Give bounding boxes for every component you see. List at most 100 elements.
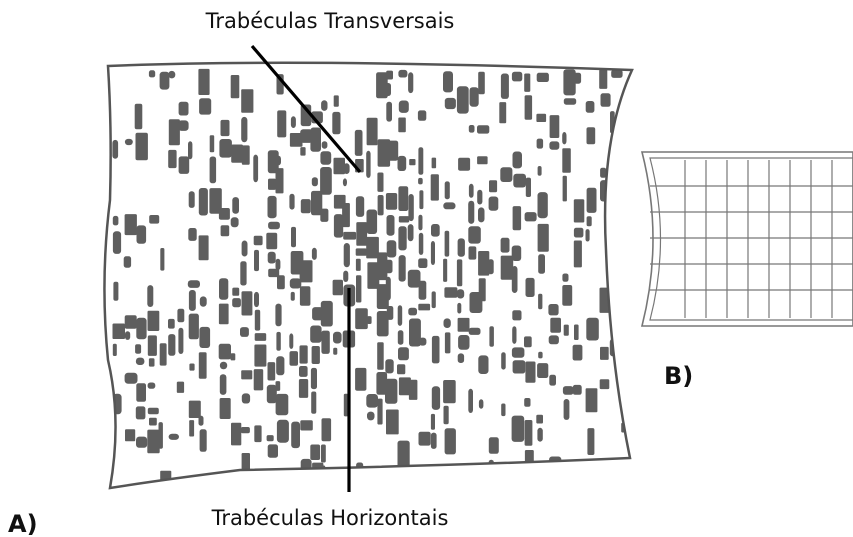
trabecula-cell <box>135 104 143 130</box>
trabecula-cell <box>276 381 281 391</box>
trabecula-cell <box>432 336 440 364</box>
trabecula-cell <box>444 318 451 328</box>
trabecula-cell <box>125 373 138 384</box>
trabecula-cell <box>241 89 253 113</box>
trabecula-cell <box>241 427 250 433</box>
trabecula-cell <box>276 259 281 271</box>
trabecula-cell <box>468 389 473 413</box>
trabecula-cell <box>479 278 486 301</box>
trabecula-cell <box>419 432 431 446</box>
trabecula-cell <box>300 420 313 430</box>
trabecula-cell <box>312 248 317 260</box>
trabecula-cell <box>611 70 622 78</box>
trabecula-cell <box>148 408 159 414</box>
trabecula-cell <box>524 398 530 407</box>
trabecula-cell <box>432 291 436 308</box>
trabecula-cell <box>367 469 375 486</box>
trabecula-cell <box>367 316 372 324</box>
trabecula-cell <box>525 362 535 383</box>
trabecula-cell <box>478 251 489 276</box>
trabecula-cell <box>343 178 347 186</box>
trabecula-cell <box>254 250 259 271</box>
trabecula-cell <box>564 98 576 105</box>
trabecula-cell <box>387 306 394 320</box>
trabecula-cell <box>512 266 518 293</box>
trabecula-cell <box>113 231 121 254</box>
trabecula-cell <box>300 260 313 282</box>
trabecula-cell <box>276 356 284 375</box>
trabecula-cell <box>334 95 339 106</box>
trabecula-cell <box>550 318 561 333</box>
trabecula-cell <box>299 366 308 377</box>
trabecula-cell <box>290 278 302 288</box>
trabecula-cell <box>599 70 607 89</box>
trabecula-cell <box>254 425 261 442</box>
trabecula-cell <box>291 227 296 247</box>
trabecula-cell <box>469 125 475 133</box>
trabecula-cell <box>276 394 289 415</box>
trabecula-cell <box>549 141 559 149</box>
trabecula-cell <box>445 98 456 109</box>
trabecula-cell <box>242 291 253 315</box>
trabecula-cell <box>221 120 230 136</box>
trabecula-cell <box>168 71 175 79</box>
trabecula-cell <box>221 225 230 236</box>
trabecula-cell <box>600 347 609 360</box>
trabecula-cell <box>563 386 574 395</box>
trabecula-cell <box>266 233 277 250</box>
trabecula-cell <box>367 210 378 235</box>
trabecula-cell <box>168 319 175 329</box>
trabecula-cell <box>160 72 170 90</box>
trabecula-cell <box>113 282 118 301</box>
trabecula-cell <box>231 353 236 360</box>
trabecula-cell <box>399 255 406 282</box>
trabecula-cell <box>445 231 450 257</box>
trabecula-cell <box>342 203 350 227</box>
trabecula-cell <box>366 237 379 259</box>
trabecula-cell <box>189 364 194 371</box>
trabecula-cell <box>457 259 462 286</box>
trabecula-cell <box>445 428 456 454</box>
trabecula-cell <box>160 248 164 271</box>
trabecula-cell <box>219 304 229 325</box>
trabecula-cell <box>525 212 537 221</box>
trabecula-cell <box>524 74 530 92</box>
trabecula-cell <box>600 168 606 178</box>
trabecula-cell <box>586 318 599 341</box>
trabecula-cell <box>231 217 239 227</box>
trabecula-cell <box>573 345 583 361</box>
trabecula-cell <box>125 214 137 235</box>
trabecula-cell <box>457 86 469 113</box>
trabecula-cell <box>512 310 521 320</box>
trabecula-cell <box>431 414 435 430</box>
trabecula-cell <box>574 241 582 268</box>
trabecula-cell <box>268 179 276 190</box>
trabecula-cell <box>499 102 506 123</box>
trabecula-cell <box>549 375 556 386</box>
trabecula-cell <box>587 461 598 480</box>
trabecula-cell <box>418 147 423 175</box>
trabecula-cell <box>300 345 308 363</box>
trabecula-cell <box>268 252 276 264</box>
trabecula-cell <box>444 287 457 297</box>
trabecula-cell <box>255 310 260 331</box>
trabecula-cell <box>586 101 595 113</box>
trabecula-cell <box>188 141 192 159</box>
trabecula-cell <box>537 363 548 378</box>
trabecula-cell <box>431 433 437 449</box>
trabecula-cell <box>320 209 328 222</box>
trabecula-cell <box>574 199 585 222</box>
trabecula-cell <box>620 208 629 220</box>
trabecula-cell <box>125 139 133 145</box>
trabecula-cell <box>538 166 542 176</box>
trabecula-cell <box>513 474 519 493</box>
trabecula-cell <box>478 207 485 222</box>
trabecula-cell <box>524 336 532 347</box>
trabecula-cell <box>231 145 243 163</box>
trabecula-cell <box>432 158 437 169</box>
trabecula-cell <box>367 412 375 421</box>
trabecula-cell <box>334 214 343 238</box>
trabecula-cell <box>564 399 570 420</box>
trabecula-cell <box>200 429 207 452</box>
trabecula-cell <box>310 445 320 461</box>
